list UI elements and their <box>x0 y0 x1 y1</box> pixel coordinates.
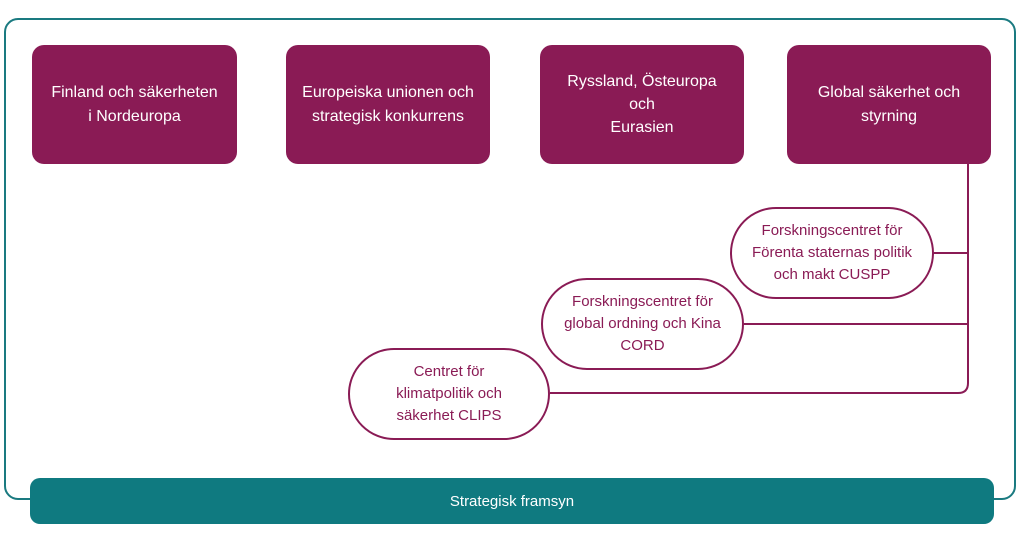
center-cuspp: Forskningscentret för Förenta staternas … <box>730 207 934 299</box>
program-label-line: i Nordeuropa <box>88 107 181 125</box>
program-finland-nordic-security: Finland och säkerheten i Nordeuropa <box>32 45 237 164</box>
program-label-line: styrning <box>860 107 918 125</box>
center-label-line: CORD <box>620 336 665 354</box>
program-label-line: Europeiska unionen och <box>302 84 474 102</box>
center-label-line: Forskningscentret för <box>761 222 903 240</box>
strategic-foresight-label: Strategisk framsyn <box>449 492 575 510</box>
center-label-line: Centret för <box>413 363 485 381</box>
program-label-line: strategisk konkurrens <box>311 107 465 125</box>
center-label-line: global ordning och Kina <box>564 315 721 333</box>
program-russia-eastern-europe-eurasia: Ryssland, Östeuropa och Eurasien <box>540 45 744 164</box>
program-global-security-governance: Global säkerhet och styrning <box>787 45 991 164</box>
center-label-line: Forskningscentret för <box>572 293 713 311</box>
center-label-line: och makt CUSPP <box>773 265 891 283</box>
program-label-line: Finland och säkerheten <box>51 84 218 102</box>
program-label-line: Ryssland, Östeuropa och <box>567 72 717 113</box>
center-label-line: säkerhet CLIPS <box>396 406 502 424</box>
program-eu-strategic-competition: Europeiska unionen och strategisk konkur… <box>286 45 490 164</box>
program-label-line: Global säkerhet och <box>817 84 961 102</box>
program-label-line: Eurasien <box>610 119 674 137</box>
strategic-foresight-bar: Strategisk framsyn <box>30 478 994 524</box>
center-label-line: Förenta staternas politik <box>751 244 913 262</box>
center-cord: Forskningscentret för global ordning och… <box>541 278 744 370</box>
center-label-line: klimatpolitik och <box>396 385 502 403</box>
center-clips: Centret för klimatpolitik och säkerhet C… <box>348 348 550 440</box>
